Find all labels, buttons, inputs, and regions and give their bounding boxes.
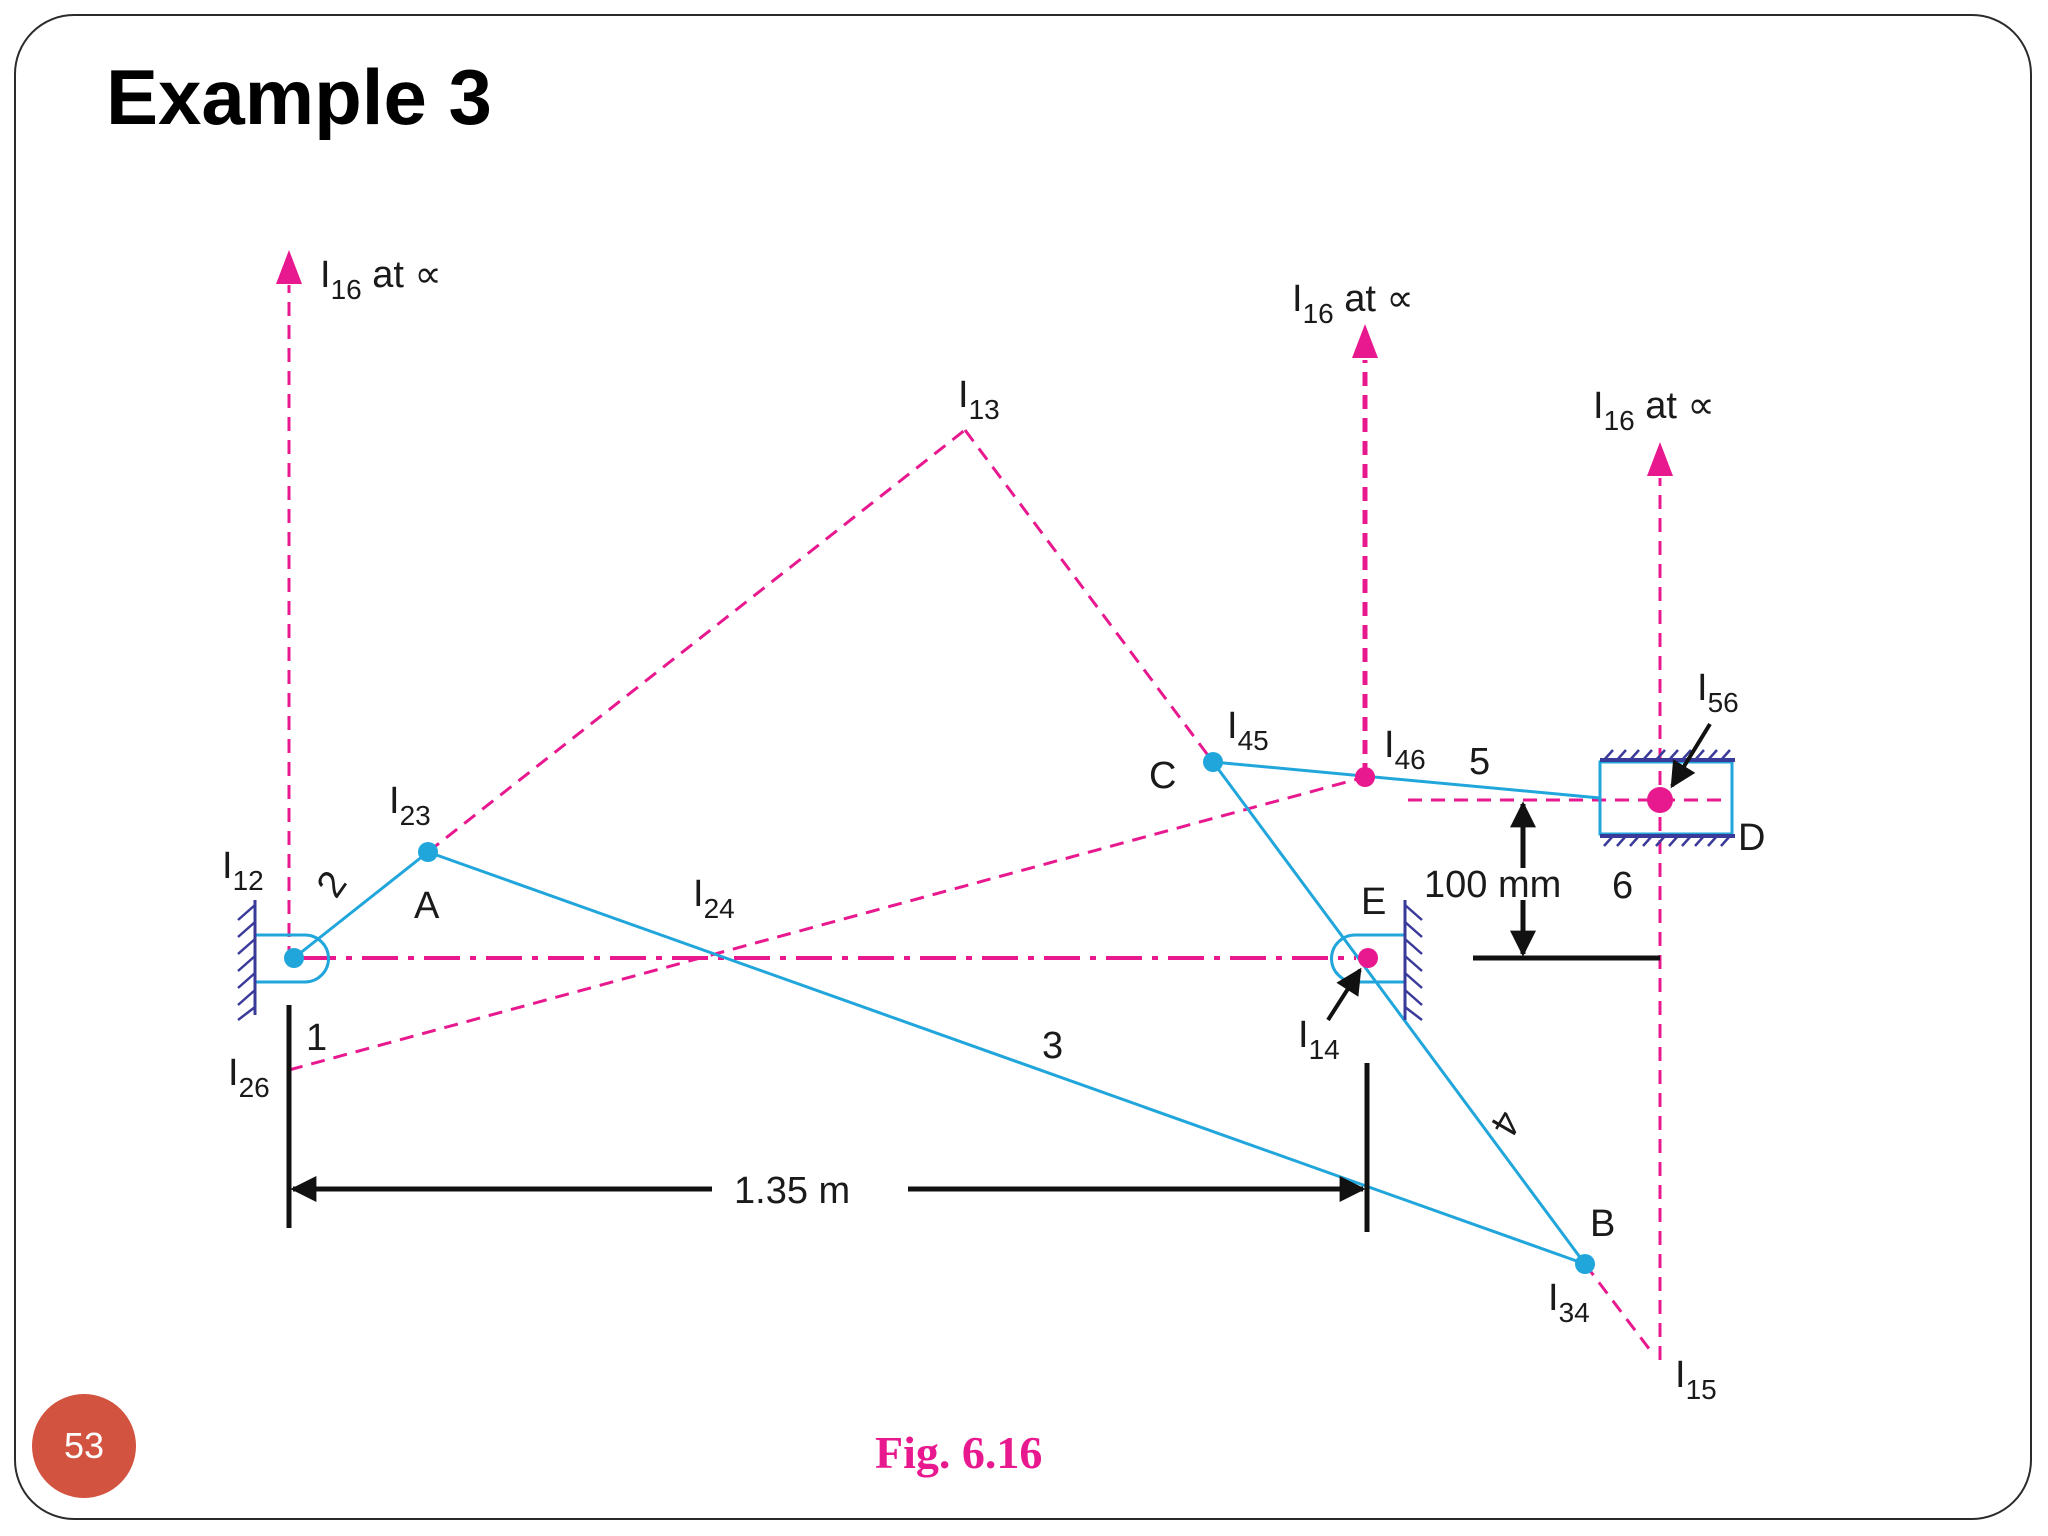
label-i34: I34 [1548, 1277, 1590, 1328]
joint-a [418, 842, 438, 862]
label-point-c: C [1149, 755, 1176, 797]
dimension-base [286, 1005, 1370, 1232]
slide-frame [14, 14, 2032, 1520]
i16-arrow-left [276, 250, 302, 284]
label-i12: I12 [222, 845, 264, 896]
label-i46: I46 [1384, 724, 1426, 775]
pivot-bracket-i12 [255, 933, 330, 984]
slide-title: Example 3 [106, 53, 492, 141]
line-i13-i45 [963, 429, 1215, 763]
ic-labels: I16 at ∝ I16 at ∝ I16 at ∝ I13 I45 I46 I… [222, 254, 1739, 1405]
label-i23: I23 [389, 780, 431, 831]
callout-arrows [1326, 722, 1712, 1022]
label-i13: I13 [958, 374, 1000, 425]
line-i34-i15 [1583, 1263, 1652, 1351]
joints [284, 752, 1673, 1274]
label-link-4: 4 [1482, 1104, 1529, 1143]
joint-b [1575, 1254, 1595, 1274]
ground-pivot-i12 [237, 900, 330, 1021]
ground-hatch-i12 [237, 904, 256, 1021]
label-i14: I14 [1298, 1014, 1340, 1065]
construction-lines [288, 428, 1730, 1351]
label-i45: I45 [1227, 705, 1269, 756]
callout-i56 [1670, 722, 1712, 789]
link-2-crank [293, 850, 429, 960]
ground-hatch-i14 [1404, 904, 1423, 1021]
i16-infinity-lines [276, 250, 1673, 1360]
link-3-coupler [427, 850, 1586, 1266]
dimension-label-offset: 100 mm [1424, 864, 1561, 906]
joint-c [1203, 752, 1223, 772]
figure-caption: Fig. 6.16 [875, 1427, 1043, 1478]
guide-hatch [1603, 749, 1731, 847]
label-i26: I26 [228, 1052, 270, 1103]
label-point-a: A [414, 885, 440, 927]
joint-i14 [1358, 948, 1378, 968]
joint-i56 [1647, 787, 1673, 813]
dimension-offset [1473, 801, 1660, 961]
slider-block-d [1598, 749, 1735, 847]
label-link-2: 2 [309, 864, 356, 905]
label-i24: I24 [693, 873, 735, 924]
label-point-e: E [1361, 881, 1386, 923]
label-link-5: 5 [1469, 741, 1490, 783]
label-point-b: B [1590, 1203, 1615, 1245]
callout-i14 [1326, 967, 1362, 1022]
label-link-3: 3 [1042, 1025, 1063, 1067]
i16-arrow-right [1647, 442, 1673, 476]
joint-i46 [1355, 767, 1375, 787]
label-link-6: 6 [1612, 865, 1633, 907]
joint-i12 [284, 948, 304, 968]
page-number-badge: 53 [32, 1394, 136, 1498]
label-i16-right: I16 at ∝ [1593, 385, 1715, 436]
label-link-1: 1 [306, 1017, 327, 1059]
point-labels: A B C D E [414, 755, 1765, 1245]
line-i23-i13 [427, 428, 966, 854]
label-point-d: D [1738, 817, 1765, 859]
label-i15: I15 [1675, 1354, 1717, 1405]
dimension-label-base: 1.35 m [734, 1170, 850, 1212]
label-i16-middle: I16 at ∝ [1292, 278, 1414, 329]
links [293, 760, 1601, 1266]
link-5-rod [1212, 760, 1601, 800]
link-4-rocker [1211, 761, 1587, 1265]
i16-arrow-middle [1352, 324, 1378, 358]
label-i56: I56 [1697, 667, 1739, 718]
label-i16-left: I16 at ∝ [320, 254, 442, 305]
line-i26-i46 [288, 775, 1366, 1072]
